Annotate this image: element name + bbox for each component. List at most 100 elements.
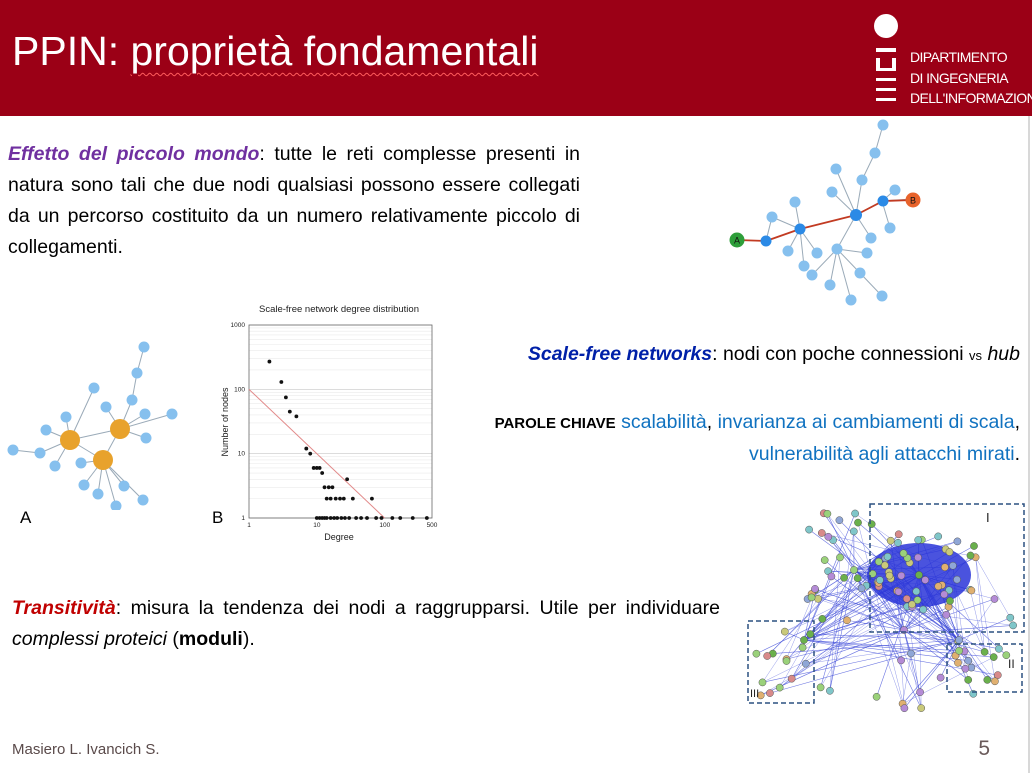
- ppi-node: [894, 530, 903, 539]
- small-world-paragraph: Effetto del piccolo mondo: tutte le reti…: [8, 139, 580, 263]
- graph-node-b-label: B: [910, 196, 916, 206]
- chart-point: [398, 516, 403, 520]
- ppi-node: [991, 677, 999, 686]
- chart-point: [294, 414, 299, 419]
- chart-ylabel: Number of nodes: [220, 387, 230, 457]
- chart-point: [320, 471, 325, 475]
- ppi-node: [849, 527, 858, 536]
- ppi-node: [970, 542, 978, 550]
- ppi-edge: [902, 639, 960, 704]
- ppi-edge: [904, 639, 960, 709]
- scale-free-line: Scale-free networks: nodi con poche conn…: [528, 343, 1020, 366]
- ppi-node: [766, 689, 774, 697]
- chart-point: [311, 466, 316, 470]
- chart-point: [308, 451, 313, 456]
- ppi-node: [826, 686, 834, 695]
- chart-point: [374, 516, 379, 520]
- chart-point: [267, 359, 272, 364]
- ppi-node: [964, 656, 973, 665]
- ppi-edge: [772, 639, 960, 654]
- ppi-node: [756, 691, 765, 700]
- ppi-node: [919, 605, 928, 614]
- chart-points: [267, 359, 429, 520]
- ppi-node: [941, 563, 949, 572]
- ppi-node: [801, 659, 810, 668]
- chart-point: [317, 466, 322, 470]
- ppi-node: [872, 692, 881, 701]
- ppi-node: [840, 573, 848, 582]
- chart-point: [359, 516, 363, 520]
- ppi-node: [913, 596, 922, 604]
- module-box-ii: [946, 643, 1023, 693]
- ppi-edge: [817, 598, 1014, 626]
- ppi-edge: [829, 557, 841, 691]
- ppi-node: [782, 657, 791, 665]
- ppi-node: [912, 587, 921, 596]
- ppi-edge: [975, 557, 1011, 618]
- ppi-node: [811, 585, 819, 593]
- keywords-label: PAROLE CHIAVE: [494, 415, 616, 432]
- ppi-edge: [958, 617, 1011, 641]
- keyword-separator-1: ,: [706, 411, 718, 433]
- ppi-node: [961, 664, 970, 673]
- ppi-node: [897, 571, 906, 580]
- ppi-node: [780, 627, 789, 636]
- ppi-node: [955, 636, 963, 644]
- ppi-node: [814, 594, 822, 603]
- ppi-edge: [803, 639, 969, 661]
- chart-xlabel: Degree: [324, 532, 354, 542]
- ppi-node: [853, 574, 862, 583]
- page-number: 5: [978, 737, 990, 760]
- keyword-scale-invariance: invarianza ai cambiamenti di scala: [717, 411, 1015, 433]
- ppi-node: [967, 586, 976, 595]
- logo-line-3: DELL'INFORMAZIONE: [910, 90, 1032, 106]
- scale-free-keyword: Scale-free networks: [527, 343, 713, 365]
- ppi-node: [775, 683, 784, 692]
- ppi-node: [900, 704, 909, 713]
- small-world-text: : tutte le reti complesse presenti in na…: [8, 143, 580, 258]
- chart-fit-line: [248, 388, 385, 519]
- ppi-edge: [902, 656, 994, 704]
- footer-authors: Masiero L. Ivancich S.: [12, 741, 160, 758]
- chart-point: [341, 496, 346, 501]
- ppi-node: [894, 538, 902, 547]
- degree-distribution-chart: Scale-free network degree distribution 1…: [220, 304, 438, 542]
- ppi-edge: [762, 598, 819, 683]
- chart-xtick-1: 1: [247, 522, 251, 529]
- chart-point: [314, 516, 319, 520]
- ppi-edge: [827, 513, 873, 574]
- keywords-block: PAROLE CHIAVE scalabilità, invarianza ai…: [460, 407, 1020, 470]
- chart-point: [390, 516, 395, 520]
- ppi-node: [914, 536, 923, 544]
- logo-text: DIPARTIMENTO DI INGEGNERIA DELL'INFORMAZ…: [910, 47, 1032, 109]
- ppi-node: [758, 678, 767, 687]
- ppi-edge: [805, 641, 959, 664]
- ppi-node: [881, 561, 889, 570]
- ppi-node: [989, 653, 998, 661]
- transitivity-italic: complessi proteici: [12, 628, 167, 650]
- chart-point: [338, 496, 342, 501]
- chart-point: [339, 516, 344, 520]
- chart-ytick-1: 1: [241, 515, 245, 522]
- chart-point: [335, 516, 340, 520]
- ppi-node: [874, 557, 883, 566]
- ppi-node: [818, 615, 827, 623]
- module-box-i: [869, 503, 1025, 633]
- ppi-network-figure: I II III: [747, 503, 1025, 713]
- ppi-node: [787, 674, 796, 683]
- ppi-edge: [903, 606, 949, 631]
- ppi-node: [936, 673, 945, 682]
- ppi-node: [798, 643, 807, 652]
- chart-point: [332, 516, 337, 520]
- chart-point: [279, 380, 284, 384]
- ppi-node: [921, 576, 930, 584]
- transitivity-bold: moduli: [178, 628, 243, 650]
- small-world-keyword: Effetto del piccolo mondo: [8, 143, 260, 165]
- scale-free-text: : nodi con poche connessioni: [712, 343, 970, 365]
- ppi-node: [942, 610, 951, 619]
- ppi-node: [824, 532, 833, 541]
- chart-ytick-10: 10: [238, 451, 246, 458]
- chart-gridlines: [249, 324, 432, 519]
- chart-point: [328, 496, 333, 501]
- right-edge-rule: [1028, 116, 1030, 773]
